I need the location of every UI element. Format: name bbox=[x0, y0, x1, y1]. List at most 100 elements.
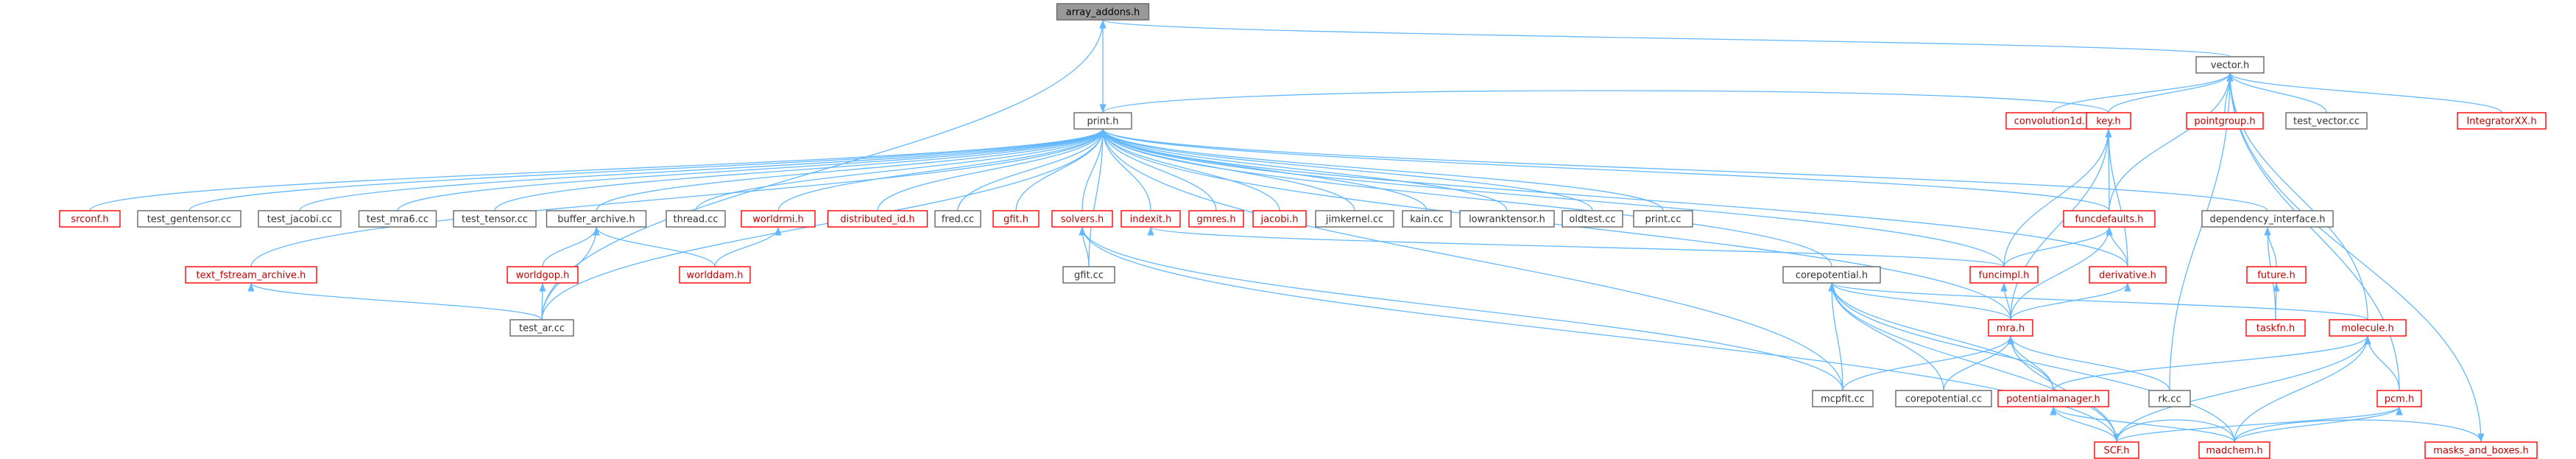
edge-line bbox=[1099, 128, 1843, 391]
node-label: potentialmanager.h bbox=[2006, 394, 2100, 405]
node-gfit-h[interactable]: gfit.h bbox=[992, 210, 1040, 228]
node-label: pcm.h bbox=[2385, 394, 2414, 405]
node-print[interactable]: print.h bbox=[1073, 112, 1132, 130]
node-oldtest[interactable]: oldtest.cc bbox=[1562, 210, 1623, 228]
edge-masks_and_boxes-to-vector bbox=[2226, 72, 2482, 443]
edge-corepotential_h-to-print bbox=[1099, 128, 1832, 267]
node-integratorxx[interactable]: IntegratorXX.h bbox=[2457, 112, 2547, 130]
node-box bbox=[1062, 266, 1115, 284]
edge-gfit_cc-to-print bbox=[1088, 128, 1107, 267]
node-mcpfit[interactable]: mcpfit.cc bbox=[1812, 390, 1874, 407]
node-label: derivative.h bbox=[2099, 270, 2156, 281]
edge-line bbox=[1099, 128, 1151, 211]
edge-line bbox=[1099, 128, 1280, 211]
node-dependency-interface[interactable]: dependency_interface.h bbox=[2201, 210, 2334, 228]
edge-line bbox=[541, 19, 1107, 320]
node-taskfn[interactable]: taskfn.h bbox=[2245, 319, 2306, 337]
node-distributed-id[interactable]: distributed_id.h bbox=[827, 210, 928, 228]
node-box bbox=[1562, 210, 1623, 228]
node-indexit[interactable]: indexit.h bbox=[1121, 210, 1181, 228]
node-scf[interactable]: SCF.h bbox=[2094, 441, 2139, 459]
node-text-fstream-archive[interactable]: text_fstream_archive.h bbox=[185, 266, 317, 284]
node-box bbox=[1188, 210, 1244, 228]
node-fred[interactable]: fred.cc bbox=[934, 210, 981, 228]
node-box bbox=[2198, 441, 2270, 459]
edge-mra-to-funcimpl bbox=[2000, 282, 2011, 320]
edge-solvers-to-print bbox=[1081, 128, 1107, 211]
node-box bbox=[1121, 210, 1181, 228]
node-masks-and-boxes[interactable]: masks_and_boxes.h bbox=[2424, 441, 2538, 459]
edge-key-to-vector bbox=[2108, 72, 2234, 113]
node-box bbox=[1252, 210, 1307, 228]
edge-line bbox=[1099, 128, 2268, 211]
node-molecule[interactable]: molecule.h bbox=[2329, 319, 2407, 337]
edge-line bbox=[2010, 128, 2112, 320]
node-kain[interactable]: kain.cc bbox=[1402, 210, 1452, 228]
node-box bbox=[827, 210, 928, 228]
edge-mcpfit-to-solvers bbox=[1079, 226, 1843, 391]
node-jacobi[interactable]: jacobi.h bbox=[1252, 210, 1307, 228]
node-box bbox=[1056, 3, 1150, 21]
node-convolution1d[interactable]: convolution1d.h bbox=[2005, 112, 2100, 130]
node-thread[interactable]: thread.cc bbox=[666, 210, 726, 228]
node-test-vector[interactable]: test_vector.cc bbox=[2285, 112, 2368, 130]
node-gmres[interactable]: gmres.h bbox=[1188, 210, 1244, 228]
node-madchem[interactable]: madchem.h bbox=[2198, 441, 2270, 459]
node-box bbox=[2089, 266, 2167, 284]
node-label: test_ar.cc bbox=[519, 323, 565, 334]
edge-scf-to-molecule bbox=[2116, 335, 2371, 443]
node-test-gentensor[interactable]: test_gentensor.cc bbox=[137, 210, 241, 228]
edge-mcpfit-to-corepotential_h bbox=[1828, 282, 1843, 391]
edge-line bbox=[2052, 72, 2234, 113]
node-array-addons: array_addons.h bbox=[1056, 3, 1150, 21]
node-test-ar[interactable]: test_ar.cc bbox=[509, 319, 574, 337]
node-pointgroup[interactable]: pointgroup.h bbox=[2186, 112, 2264, 130]
node-corepotential-cc[interactable]: corepotential.cc bbox=[1895, 390, 1992, 407]
node-label: vector.h bbox=[2211, 60, 2249, 71]
node-funcimpl[interactable]: funcimpl.h bbox=[1969, 266, 2039, 284]
node-box bbox=[546, 210, 647, 228]
node-pcm[interactable]: pcm.h bbox=[2376, 390, 2422, 407]
edge-madchem-to-potentialmanager bbox=[2050, 406, 2235, 443]
node-srconf[interactable]: srconf.h bbox=[59, 210, 121, 228]
edge-madchem-to-masks_and_boxes bbox=[2234, 419, 2485, 443]
node-test-jacobi[interactable]: test_jacobi.cc bbox=[258, 210, 342, 228]
edge-line bbox=[1100, 19, 2231, 57]
edge-line bbox=[2003, 128, 2112, 267]
node-label: madchem.h bbox=[2206, 446, 2262, 457]
node-test-mra6[interactable]: test_mra6.cc bbox=[358, 210, 437, 228]
edge-line bbox=[1079, 226, 1843, 391]
node-mra[interactable]: mra.h bbox=[1988, 319, 2033, 337]
node-potentialmanager[interactable]: potentialmanager.h bbox=[1997, 390, 2109, 407]
node-box bbox=[1073, 112, 1132, 130]
node-box bbox=[2246, 266, 2307, 284]
node-worlddam[interactable]: worlddam.h bbox=[679, 266, 751, 284]
node-derivative[interactable]: derivative.h bbox=[2089, 266, 2167, 284]
node-funcdefaults[interactable]: funcdefaults.h bbox=[2063, 210, 2156, 228]
edge-line bbox=[2113, 419, 2235, 443]
edge-oldtest-to-print bbox=[1099, 128, 1593, 211]
node-worldrmi[interactable]: worldrmi.h bbox=[741, 210, 816, 228]
node-test-tensor[interactable]: test_tensor.cc bbox=[453, 210, 537, 228]
edge-funcimpl-to-indexit bbox=[1147, 226, 2005, 267]
node-worldgop[interactable]: worldgop.h bbox=[507, 266, 579, 284]
node-solvers[interactable]: solvers.h bbox=[1051, 210, 1113, 228]
edge-line bbox=[1079, 226, 2117, 443]
node-jimkernel[interactable]: jimkernel.cc bbox=[1315, 210, 1394, 228]
node-box bbox=[507, 266, 579, 284]
node-label: test_mra6.cc bbox=[367, 214, 428, 225]
node-buffer-archive[interactable]: buffer_archive.h bbox=[546, 210, 647, 228]
node-corepotential-h[interactable]: corepotential.h bbox=[1782, 266, 1881, 284]
node-box bbox=[137, 210, 241, 228]
node-box bbox=[1459, 210, 1555, 228]
node-gfit-cc[interactable]: gfit.cc bbox=[1062, 266, 1115, 284]
node-future[interactable]: future.h bbox=[2246, 266, 2307, 284]
node-vector[interactable]: vector.h bbox=[2195, 56, 2265, 74]
node-label: kain.cc bbox=[1410, 214, 1444, 225]
node-print-cc[interactable]: print.cc bbox=[1633, 210, 1693, 228]
edge-line bbox=[397, 128, 1107, 211]
node-key[interactable]: key.h bbox=[2086, 112, 2131, 130]
node-lowranktensor[interactable]: lowranktensor.h bbox=[1459, 210, 1555, 228]
node-rk[interactable]: rk.cc bbox=[2148, 390, 2191, 407]
